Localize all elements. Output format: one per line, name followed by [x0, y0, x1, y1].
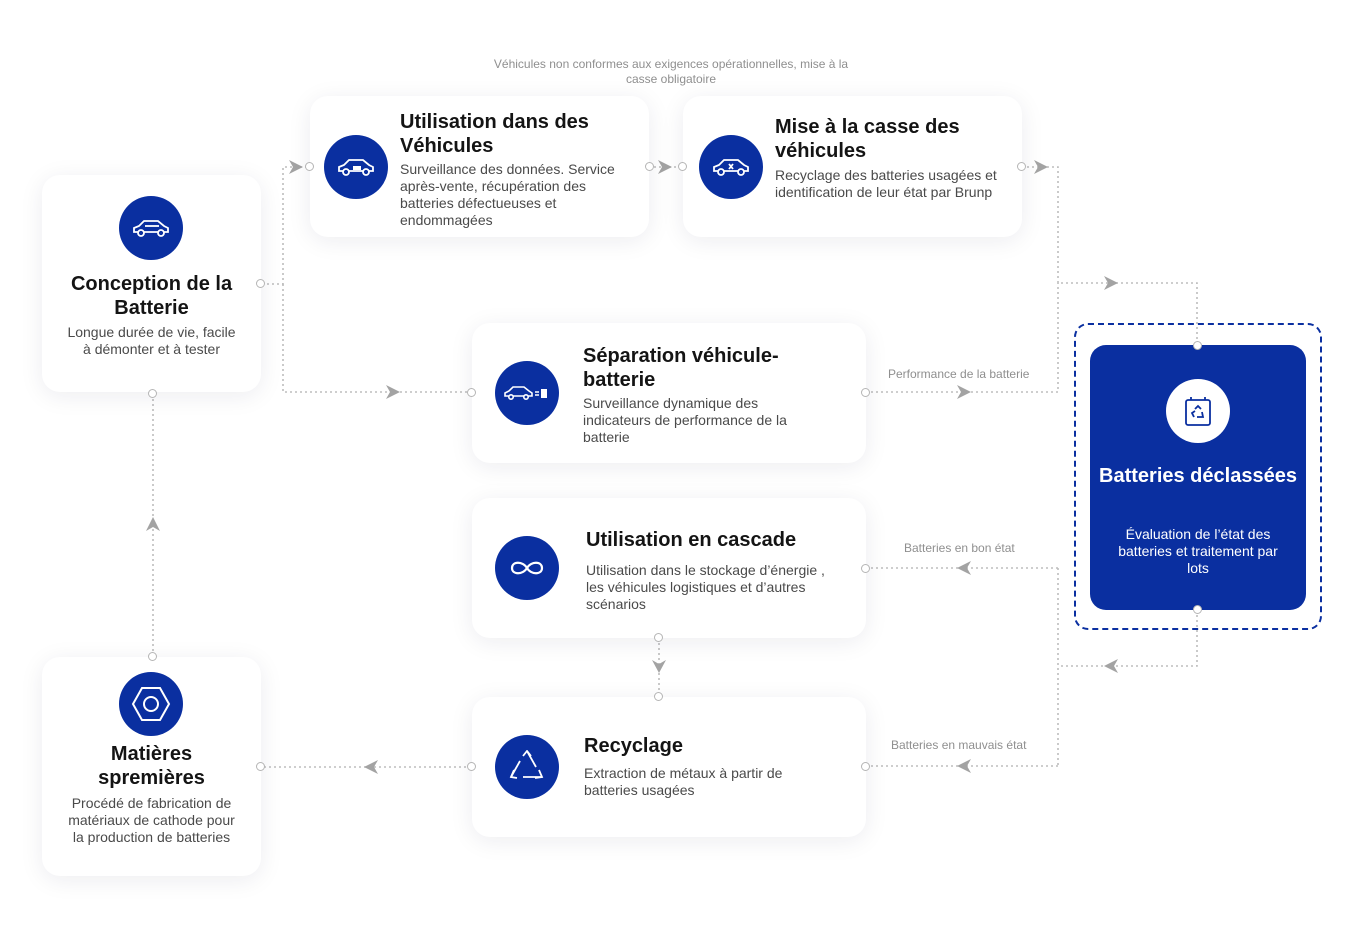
connector-node — [654, 633, 663, 642]
node-desc: Extraction de métaux à partir de batteri… — [584, 765, 783, 798]
node-title: Batteries déclassées — [1099, 465, 1297, 487]
edge-label-performance: Performance de la batterie — [888, 367, 1030, 381]
connector-node — [148, 652, 157, 661]
connector-node — [861, 564, 870, 573]
car-icon — [119, 196, 183, 260]
top-note: Véhicules non conformes aux exigences op… — [493, 57, 849, 86]
node-title: Conception de la Batterie — [70, 273, 233, 319]
connector-node — [467, 762, 476, 771]
node-title: Séparation véhicule-batterie — [583, 345, 779, 391]
node-desc: Utilisation dans le stockage d’énergie ,… — [586, 562, 825, 612]
car-scrap-icon — [699, 135, 763, 199]
edge-label-bon-etat: Batteries en bon état — [904, 541, 1015, 555]
node-recyclage: Recyclage Extraction de métaux à partir … — [472, 697, 866, 837]
highlight-frame — [1074, 323, 1322, 630]
infinity-icon — [495, 536, 559, 600]
node-title: Utilisation en cascade — [586, 529, 797, 551]
node-utilisation: Utilisation dans des Véhicules Surveilla… — [310, 96, 649, 237]
node-desc: Surveillance dynamique des indicateurs d… — [583, 395, 787, 445]
car-battery-icon — [324, 135, 388, 199]
node-title: Recyclage — [584, 735, 683, 757]
connector-node — [1193, 341, 1202, 350]
node-desc: Surveillance des données. Service après-… — [400, 161, 615, 228]
node-desc: Procédé de fabrication de matériaux de c… — [68, 795, 235, 845]
edge-label-mauvais-etat: Batteries en mauvais état — [891, 738, 1027, 752]
node-separation: Séparation véhicule-batterie Surveillanc… — [472, 323, 866, 463]
connector-node — [861, 762, 870, 771]
connector-node — [678, 162, 687, 171]
hexagon-icon — [119, 672, 183, 736]
node-conception: Conception de la Batterie Longue durée d… — [42, 175, 261, 392]
connector-node — [654, 692, 663, 701]
node-title: Matières spremières — [98, 743, 205, 789]
node-desc: Longue durée de vie, facile à démonter e… — [67, 324, 236, 357]
connector-node — [1017, 162, 1026, 171]
node-title: Mise à la casse des véhicules — [775, 116, 960, 162]
node-title: Utilisation dans des Véhicules — [400, 111, 589, 157]
battery-recycle-icon — [1166, 379, 1230, 443]
connector-node — [256, 279, 265, 288]
node-casse: Mise à la casse des véhicules Recyclage … — [683, 96, 1022, 237]
connector-node — [467, 388, 476, 397]
node-desc: Recyclage des batteries usagées et ident… — [775, 167, 997, 200]
connector-node — [645, 162, 654, 171]
node-desc: Évaluation de l’état des batteries et tr… — [1118, 526, 1278, 576]
connector-node — [305, 162, 314, 171]
node-cascade: Utilisation en cascade Utilisation dans … — [472, 498, 866, 638]
recycle-icon — [495, 735, 559, 799]
connector-node — [256, 762, 265, 771]
connector-node — [148, 389, 157, 398]
car-plug-icon — [495, 361, 559, 425]
node-matieres: Matières spremières Procédé de fabricati… — [42, 657, 261, 876]
connector-node — [861, 388, 870, 397]
connector-node — [1193, 605, 1202, 614]
